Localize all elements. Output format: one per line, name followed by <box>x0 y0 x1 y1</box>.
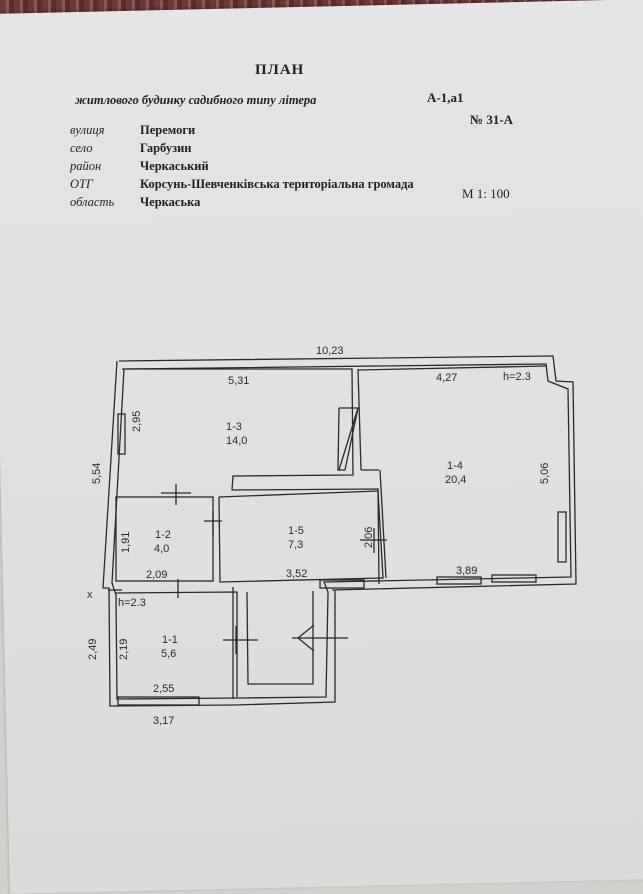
document-subtitle: житлового будинку садибного типу літера <box>75 93 317 107</box>
room-1-2-area: 4,0 <box>154 543 169 555</box>
room-1-1-ceiling: h=2.3 <box>118 597 146 609</box>
field-value-district: Черкаський <box>140 159 209 173</box>
field-label-community: ОТГ <box>70 177 94 191</box>
room-1-4-area: 20,4 <box>445 474 466 486</box>
plan-walls <box>102 355 577 707</box>
room-1-5-width: 3,52 <box>286 568 307 580</box>
floor-plan: 10,23 5,54 x 2,49 3,17 5,31 2,95 1-3 14,… <box>87 345 577 727</box>
overall-width-dim: 10,23 <box>316 345 344 357</box>
room-1-4-ceiling: h=2.3 <box>503 371 531 383</box>
room-1-4-bottom: 3,89 <box>456 565 477 577</box>
annex-width-dim: 3,17 <box>153 715 174 727</box>
room-1-1-width: 2,55 <box>153 683 174 695</box>
room-1-5-area: 7,3 <box>288 539 303 551</box>
room-1-2-id: 1-2 <box>155 529 171 541</box>
field-label-village: село <box>70 141 93 155</box>
litera-value: А-1,а1 <box>427 90 464 105</box>
room-1-4-width: 4,27 <box>436 372 457 384</box>
x-mark: x <box>87 589 93 601</box>
document-number: № 31-А <box>470 112 514 127</box>
room-1-4-height: 5,06 <box>539 463 551 484</box>
field-value-region: Черкаська <box>140 195 201 209</box>
room-1-1-height: 2,19 <box>118 639 130 660</box>
room-1-2-width: 2,09 <box>146 569 167 581</box>
field-label-district: район <box>70 159 102 173</box>
room-1-3-area: 14,0 <box>226 435 247 447</box>
field-label-region: область <box>70 195 115 209</box>
scale-label: М 1: 100 <box>462 186 510 201</box>
room-1-3-height: 2,95 <box>131 411 143 432</box>
field-value-community: Корсунь-Шевченківська територіальна гром… <box>140 177 414 191</box>
field-value-street: Перемоги <box>140 123 196 137</box>
room-1-4-id: 1-4 <box>447 460 463 472</box>
overall-height-dim: 5,54 <box>91 463 103 484</box>
room-1-1-id: 1-1 <box>162 634 178 646</box>
field-label-street: вулиця <box>70 123 105 137</box>
room-1-5-height: 2,06 <box>363 527 375 548</box>
room-1-5-id: 1-5 <box>288 525 304 537</box>
room-1-3-width: 5,31 <box>228 375 249 387</box>
room-1-2-height: 1,91 <box>120 532 132 553</box>
plan-labels: 10,23 5,54 x 2,49 3,17 5,31 2,95 1-3 14,… <box>87 345 551 727</box>
document-title: ПЛАН <box>255 62 305 78</box>
room-1-1-area: 5,6 <box>161 648 176 660</box>
annex-height-dim: 2,49 <box>87 639 99 660</box>
field-value-village: Гарбузин <box>140 141 192 155</box>
room-1-3-id: 1-3 <box>226 421 242 433</box>
